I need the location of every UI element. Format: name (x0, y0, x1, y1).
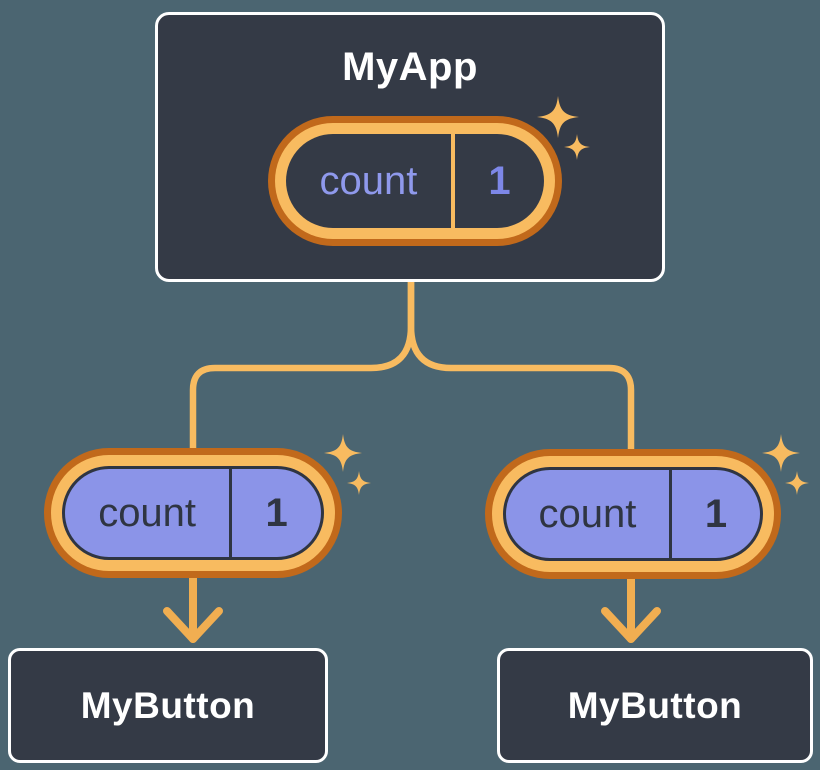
branch-line-right (407, 279, 635, 456)
node-title: MyButton (567, 684, 743, 726)
prop-pill-label: count (506, 470, 672, 558)
arrow-down-icon (163, 570, 223, 643)
pill-ring: count 1 (275, 123, 555, 239)
node-myapp-card: MyApp count 1 (155, 12, 665, 282)
state-pill-value: 1 (488, 158, 511, 203)
pill-ring: count 1 (51, 455, 335, 571)
state-pill-root: count 1 (268, 116, 562, 246)
arrow-down-icon (601, 570, 661, 643)
branch-line-left (189, 279, 415, 456)
node-title: MyButton (80, 684, 256, 726)
prop-pill-right: count 1 (485, 449, 781, 579)
node-mybutton-card-left: MyButton (8, 648, 328, 763)
prop-pill-value: 1 (265, 490, 288, 535)
node-mybutton-card-right: MyButton (497, 648, 813, 763)
prop-pill-value: 1 (704, 491, 728, 536)
prop-pill-left: count 1 (44, 448, 342, 578)
node-title: MyApp (342, 45, 478, 89)
pill-ring: count 1 (492, 456, 774, 572)
prop-pill-label: count (65, 469, 233, 557)
state-pill-label: count (286, 134, 455, 228)
